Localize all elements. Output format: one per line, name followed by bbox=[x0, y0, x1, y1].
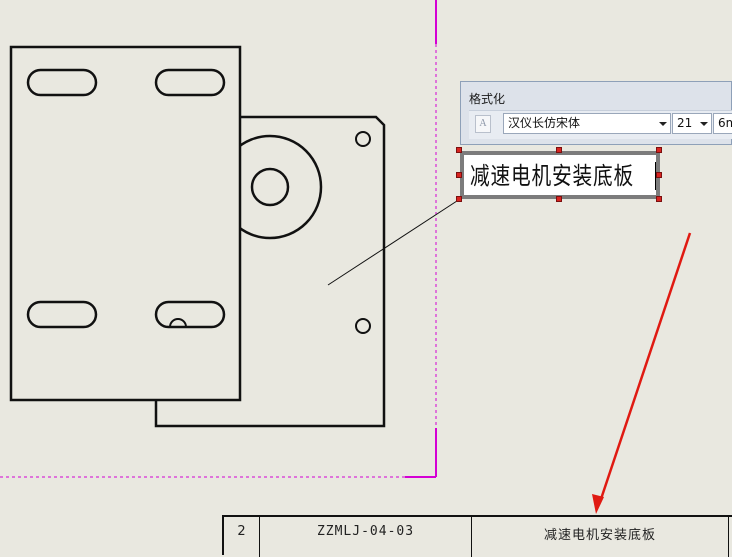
drawing-canvas[interactable] bbox=[0, 0, 732, 543]
slot-bottom-left bbox=[26, 300, 98, 329]
slot-top-right bbox=[154, 68, 226, 97]
resize-handle-w[interactable] bbox=[456, 172, 462, 178]
annotation-arrow-head bbox=[592, 494, 604, 514]
format-toolbar-title: 格式化 bbox=[469, 92, 506, 106]
chevron-down-icon bbox=[659, 122, 667, 126]
part-code-cell: ZZMLJ-04-03 bbox=[260, 517, 472, 557]
text-cursor bbox=[655, 162, 656, 190]
item-number-cell: 2 bbox=[224, 517, 260, 557]
resize-handle-n[interactable] bbox=[556, 147, 562, 153]
slot-bottom-right bbox=[154, 300, 226, 329]
font-style-icon[interactable]: A bbox=[475, 115, 491, 133]
font-name-value: 汉仪长仿宋体 bbox=[508, 116, 581, 130]
note-text: 减速电机安装底板 bbox=[470, 162, 634, 190]
unit-value: 6m bbox=[718, 116, 732, 130]
hidden-hole-arc bbox=[169, 318, 187, 328]
mount-hole-top bbox=[355, 131, 371, 147]
part-name-cell: 减速电机安装底板 bbox=[472, 517, 729, 557]
font-size-value: 21 bbox=[677, 116, 693, 130]
chevron-down-icon bbox=[700, 122, 708, 126]
mount-hole-bottom bbox=[355, 318, 371, 334]
format-toolbar: 格式化 A 汉仪长仿宋体 21 6m bbox=[460, 81, 732, 145]
resize-handle-sw[interactable] bbox=[456, 196, 462, 202]
slot-top-left bbox=[26, 68, 98, 97]
base-plate-outline bbox=[9, 45, 242, 402]
resize-handle-e[interactable] bbox=[656, 172, 662, 178]
motor-plate-outline bbox=[154, 115, 386, 428]
note-leader-line bbox=[327, 198, 461, 286]
unit-select[interactable]: 6m bbox=[713, 113, 732, 134]
font-size-select[interactable]: 21 bbox=[672, 113, 712, 134]
font-name-select[interactable]: 汉仪长仿宋体 bbox=[503, 113, 671, 134]
motor-shaft-hole bbox=[250, 167, 290, 207]
resize-handle-nw[interactable] bbox=[456, 147, 462, 153]
resize-handle-s[interactable] bbox=[556, 196, 562, 202]
resize-handle-se[interactable] bbox=[656, 196, 662, 202]
annotation-arrow-line bbox=[598, 232, 692, 503]
resize-handle-ne[interactable] bbox=[656, 147, 662, 153]
note-edit-box[interactable]: 减速电机安装底板 bbox=[460, 151, 660, 199]
title-block-row: 2 ZZMLJ-04-03 减速电机安装底板 bbox=[222, 515, 732, 557]
